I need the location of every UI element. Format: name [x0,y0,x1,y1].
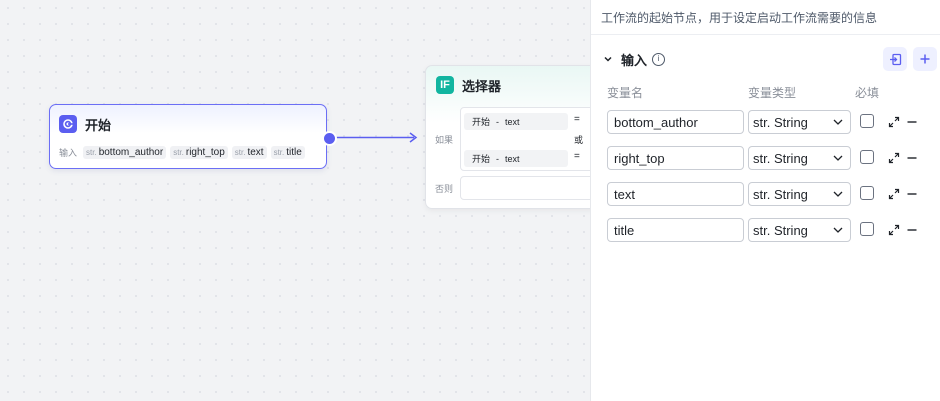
required-checkbox[interactable] [860,222,874,236]
else-label: 否则 [435,184,454,194]
remove-variable-icon[interactable] [904,150,920,166]
input-section-title: 输入 [621,52,648,68]
start-inputs-label: 输入 [59,147,78,158]
input-tag: str.title [270,145,305,159]
column-header-name: 变量名 [607,86,644,100]
start-node[interactable]: 开始 输入 str.bottom_author str.right_top st… [49,104,327,169]
expand-icon[interactable] [886,186,902,202]
variable-type-select[interactable]: str. String [748,182,851,206]
condition-group[interactable]: 开始 - text = 或 开始 - text = [460,107,590,171]
required-checkbox[interactable] [860,186,874,200]
start-node-icon [59,115,77,133]
variable-name-input[interactable] [607,110,744,134]
start-node-inputs: 输入 str.bottom_author str.right_top str.t… [50,143,326,161]
variable-name-input[interactable] [607,146,744,170]
start-node-output-port[interactable] [322,131,337,146]
start-node-title: 开始 [85,117,112,133]
required-checkbox[interactable] [860,150,874,164]
chevron-down-icon [833,155,843,161]
selector-node-title: 选择器 [462,78,502,94]
import-variables-button[interactable] [883,47,907,71]
chevron-down-icon [833,119,843,125]
expand-icon[interactable] [886,222,902,238]
expand-icon[interactable] [886,114,902,130]
variable-type-select[interactable]: str. String [748,146,851,170]
panel-description: 工作流的起始节点，用于设定启动工作流需要的信息 [601,11,878,25]
condition-operator[interactable]: = [574,114,580,125]
condition-operator[interactable]: = [574,151,580,162]
column-header-required: 必填 [855,86,880,100]
variable-type-select[interactable]: str. String [748,218,851,242]
variable-name-input[interactable] [607,182,744,206]
variable-type-select[interactable]: str. String [748,110,851,134]
variable-name-input[interactable] [607,218,744,242]
column-header-type: 变量类型 [748,86,797,100]
if-icon: IF [436,76,454,94]
chevron-down-icon [833,191,843,197]
remove-variable-icon[interactable] [904,186,920,202]
remove-variable-icon[interactable] [904,114,920,130]
variable-row: str. String [607,110,932,134]
chevron-down-icon [833,227,843,233]
expand-icon[interactable] [886,150,902,166]
input-tag: str.bottom_author [83,145,167,159]
workflow-canvas[interactable]: 开始 输入 str.bottom_author str.right_top st… [0,0,590,401]
info-icon[interactable]: i [652,52,666,66]
if-label: 如果 [435,135,454,145]
variable-row: str. String [607,218,932,242]
condition-left-operand[interactable]: 开始 - text [464,113,568,130]
required-checkbox[interactable] [860,114,874,128]
else-branch-box[interactable] [460,176,590,200]
input-tag: str.right_top [170,145,228,159]
input-section-header: 输入 i [601,47,937,71]
node-settings-panel: 工作流的起始节点，用于设定启动工作流需要的信息 输入 i 变量名 变量类型 必填… [590,0,940,401]
variable-row: str. String [607,146,932,170]
chevron-down-icon[interactable] [601,52,615,66]
edge-start-to-selector [332,132,418,143]
selector-node[interactable]: IF 选择器 如果 开始 - text = 或 开始 - text = 否则 [425,65,590,209]
plus-icon [920,54,930,64]
panel-divider [591,34,940,35]
input-tag: str.text [231,145,267,159]
remove-variable-icon[interactable] [904,222,920,238]
variable-row: str. String [607,182,932,206]
condition-left-operand[interactable]: 开始 - text [464,150,568,167]
or-label: 或 [574,135,584,145]
add-variable-button[interactable] [913,47,937,71]
import-icon [889,53,901,65]
